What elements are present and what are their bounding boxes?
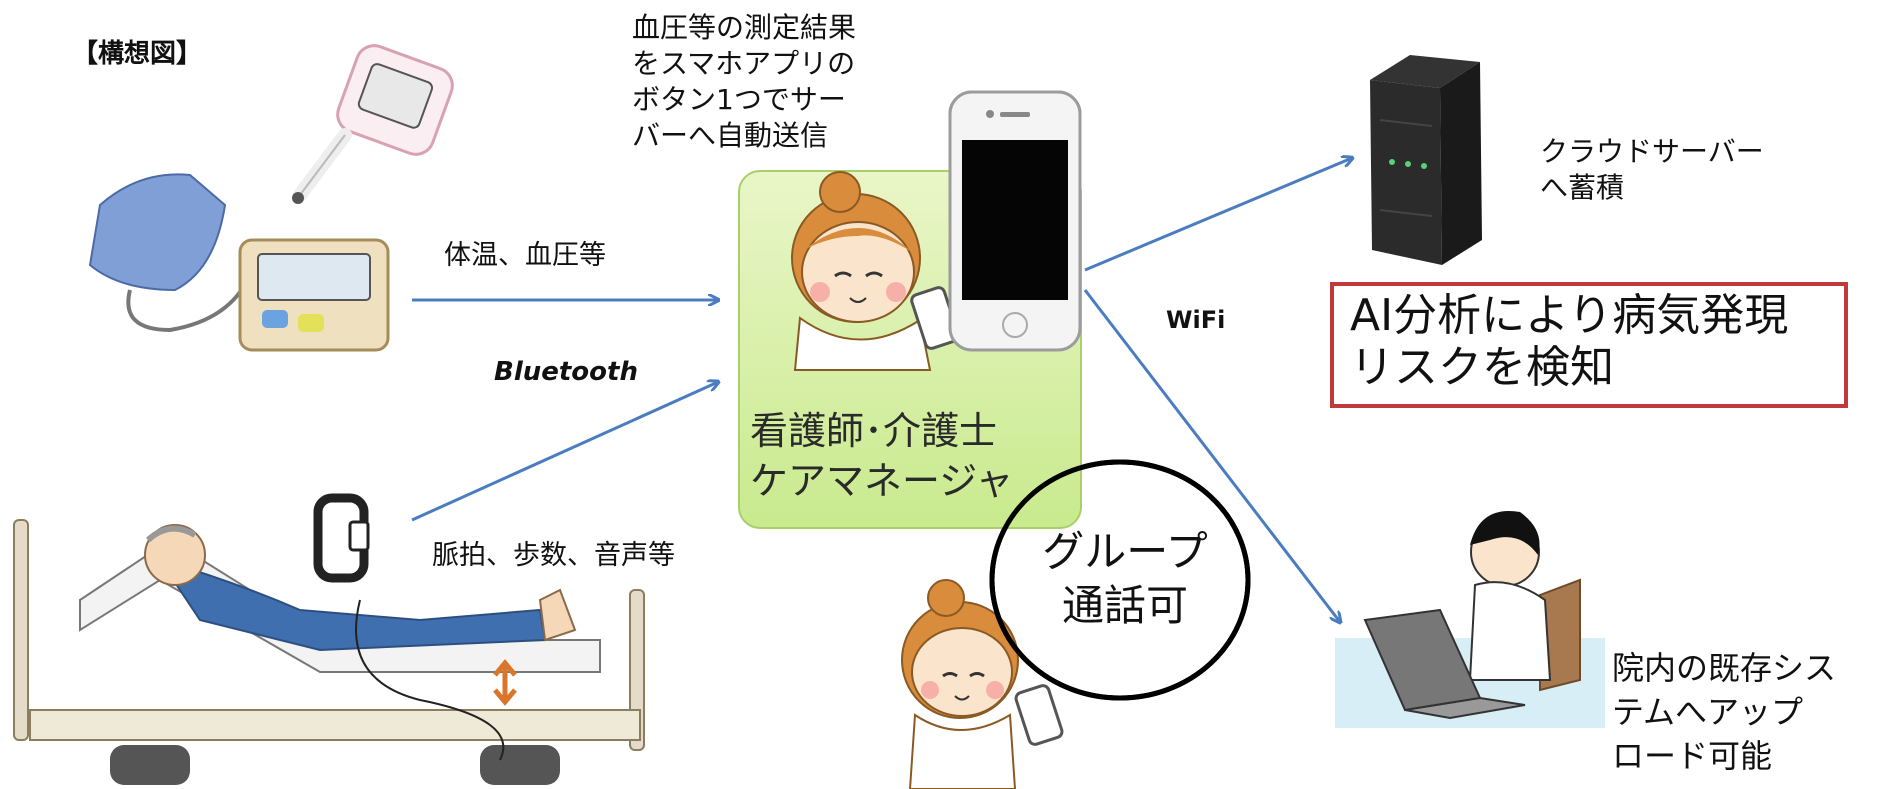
diagram-title: 【構想図】 — [72, 39, 203, 69]
patient-bed-icon — [13, 519, 645, 785]
hospital-label: 院内の既存シス テムへアップ ロード可能 — [1612, 649, 1837, 775]
wristband-icon — [313, 493, 370, 583]
wearable-label: 脈拍、歩数、音声等 — [432, 540, 675, 571]
caregiver-label: 看護師･介護士 ケアマネージャ — [750, 409, 1014, 503]
top-note: 血圧等の測定結果 をスマホアプリの ボタン1つでサー バーへ自動送信 — [632, 11, 857, 152]
smartphone-icon — [948, 90, 1082, 352]
wifi-label: WiFi — [1166, 306, 1226, 334]
ai-analysis-box — [1330, 282, 1848, 408]
hospital-arrow — [1083, 289, 1340, 622]
group-call-label: グループ 通話可 — [1042, 527, 1208, 630]
cloud-arrow — [1084, 158, 1352, 272]
nurse-icon — [901, 579, 1064, 789]
cloud-label: クラウドサーバー へ蓄積 — [1540, 135, 1764, 204]
blood-pressure-monitor-icon — [88, 173, 390, 352]
office-worker-icon — [1335, 510, 1605, 728]
vitals-label: 体温、血圧等 — [444, 240, 606, 271]
wearable-arrow — [411, 382, 718, 522]
thermometer-icon — [292, 44, 454, 204]
server-icon — [1370, 55, 1482, 265]
bluetooth-label: Bluetooth — [494, 357, 638, 387]
ai-analysis-label: AI分析により病気発現 リスクを検知 — [1350, 290, 1789, 393]
nurse-icon — [791, 171, 960, 371]
group-call-circle — [989, 459, 1251, 701]
